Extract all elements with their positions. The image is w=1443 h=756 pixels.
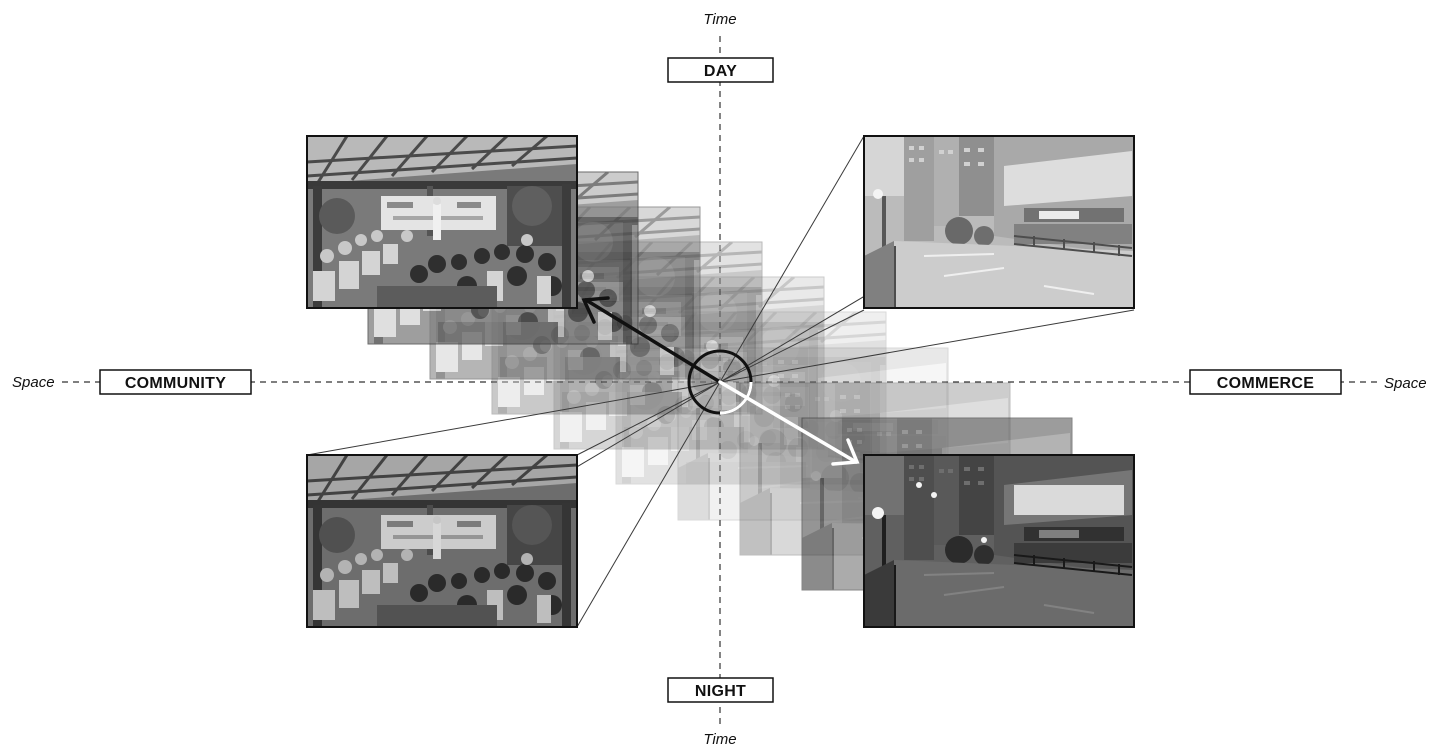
commerce-arrow xyxy=(718,380,860,466)
space-axis-label-left: Space xyxy=(12,374,55,391)
community-day-photo xyxy=(306,135,578,309)
time-axis-label-bottom: Time xyxy=(703,731,736,748)
commerce-label: COMMERCE xyxy=(1217,375,1315,392)
community-arrow xyxy=(581,296,722,384)
space-axis-label-right: Space xyxy=(1384,375,1427,392)
commerce-night-photo xyxy=(863,454,1135,628)
community-night-photo xyxy=(306,454,578,628)
night-label: NIGHT xyxy=(695,683,746,700)
commerce-label-box: COMMERCE xyxy=(1189,369,1342,395)
community-label-box: COMMUNITY xyxy=(99,369,252,395)
night-label-box: NIGHT xyxy=(667,677,774,703)
origin-circle-highlight xyxy=(719,381,753,415)
time-axis-label-top: Time xyxy=(703,11,736,28)
commerce-day-photo xyxy=(863,135,1135,309)
day-label: DAY xyxy=(704,63,737,80)
day-label-box: DAY xyxy=(667,57,774,83)
community-label: COMMUNITY xyxy=(125,375,226,392)
